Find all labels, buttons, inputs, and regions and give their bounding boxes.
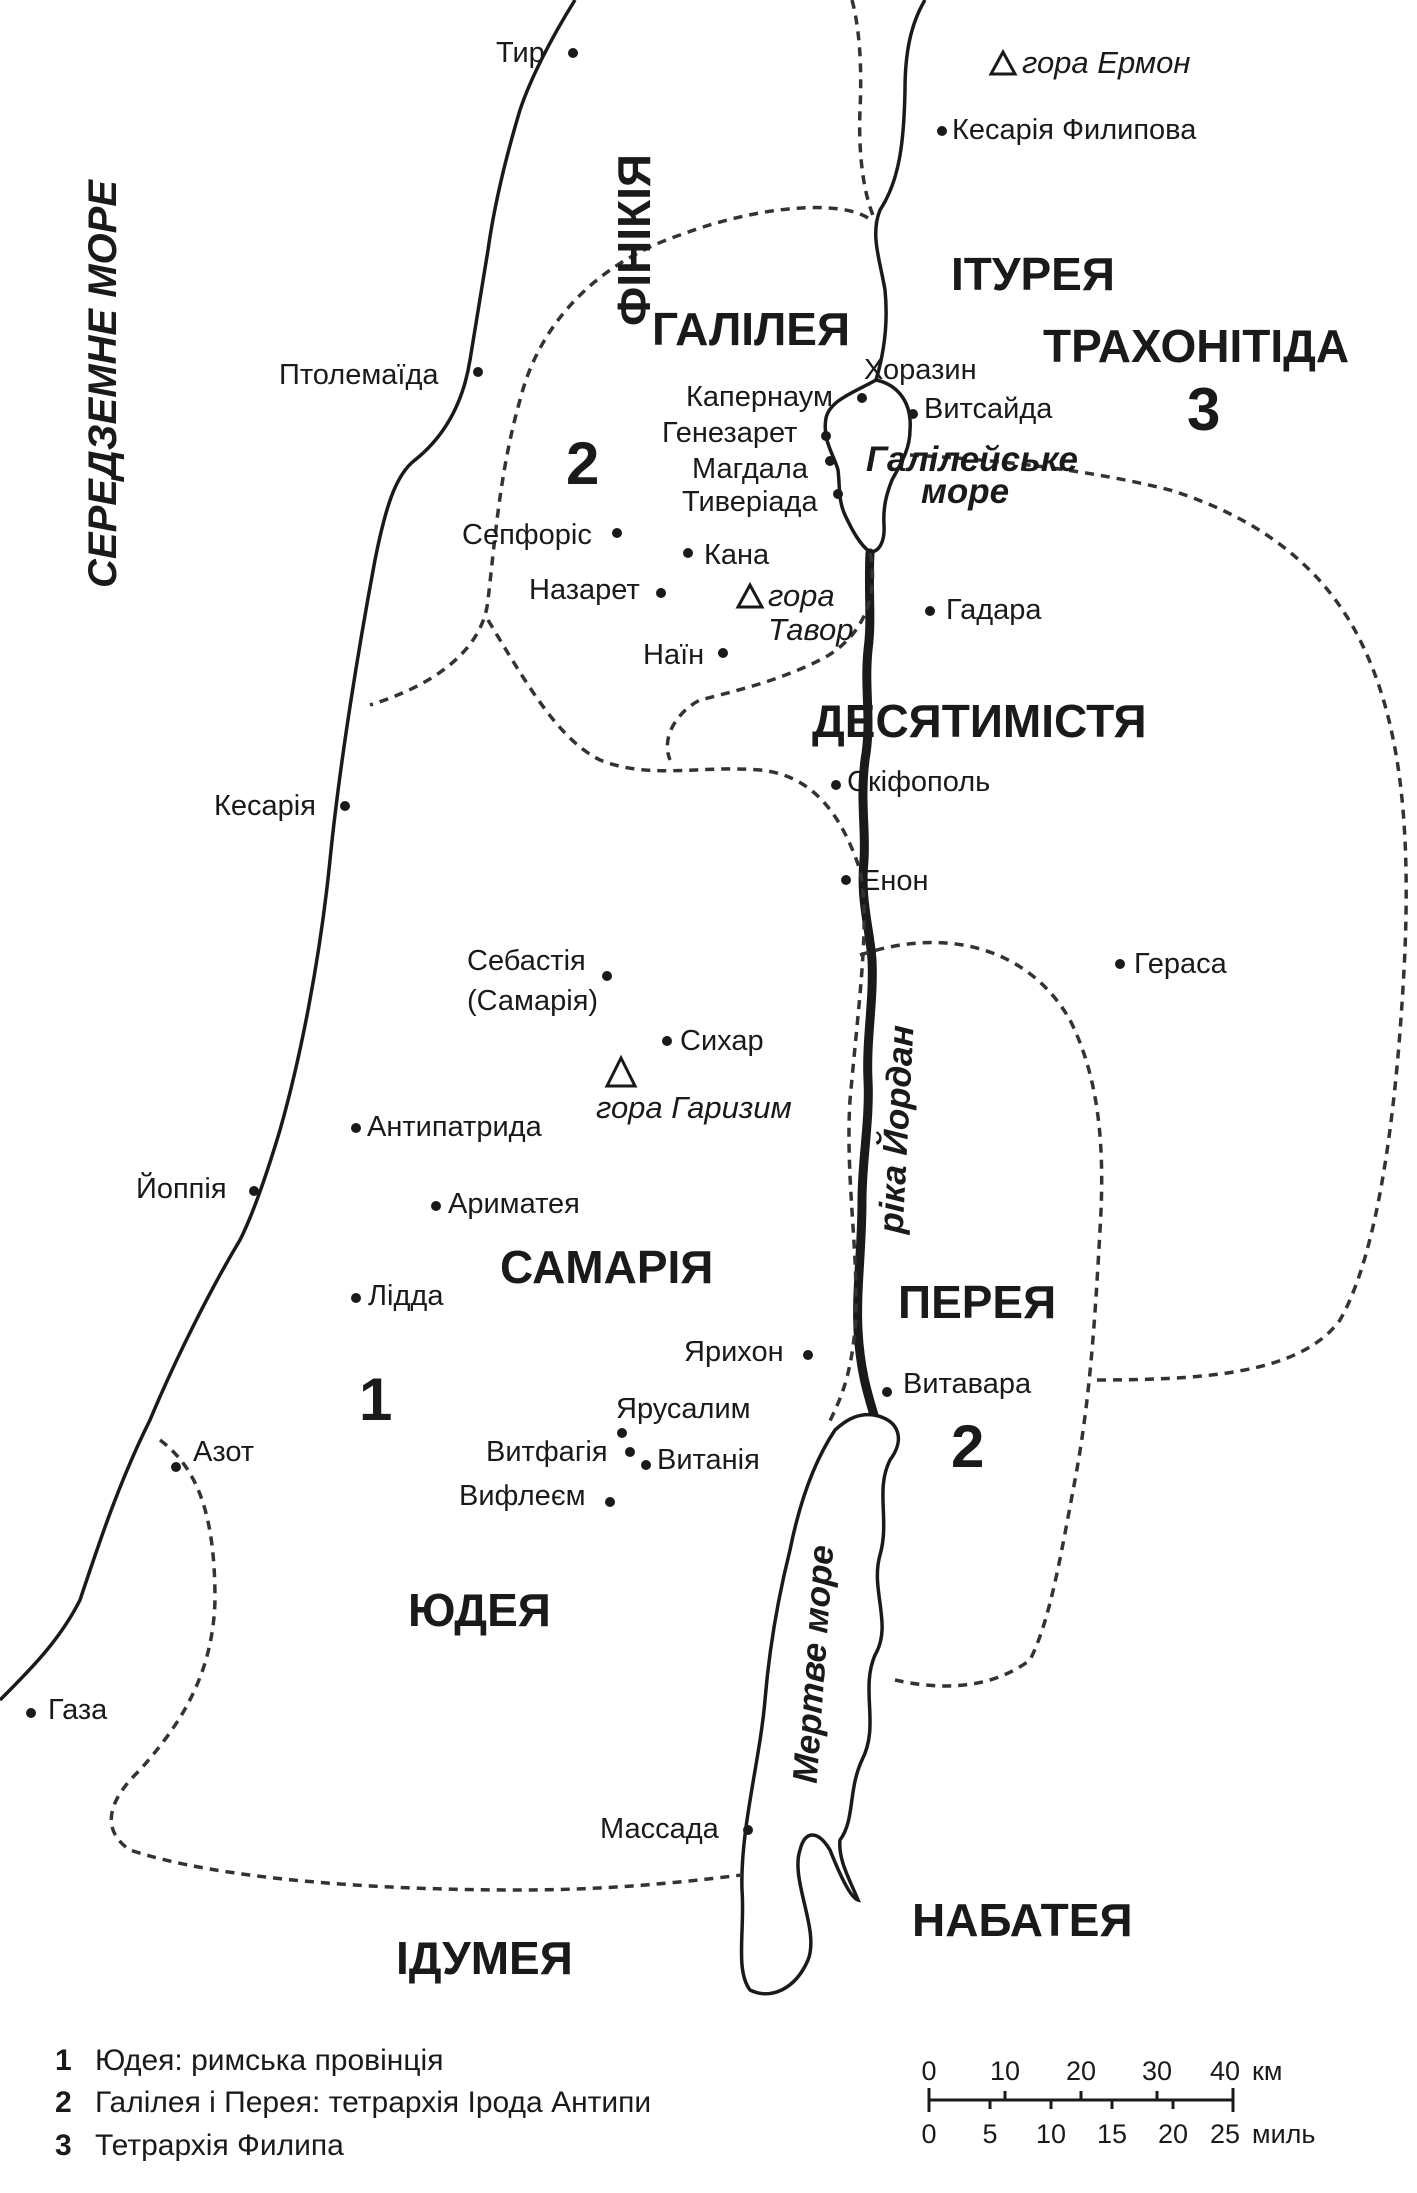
legend: 1 Юдея: римська провінція 2 Галілея і Пе… [55, 2044, 651, 2162]
scale-km-10: 10 [990, 2056, 1020, 2086]
city-sepphoris: Сепфоріс [462, 519, 592, 551]
scale-mile-10: 10 [1036, 2119, 1066, 2149]
city-azotus: Азот [193, 1436, 254, 1468]
city-gadara: Гадара [946, 594, 1042, 626]
scale-km-unit: км [1252, 2056, 1282, 2086]
city-capernaum: Капернаум [686, 381, 833, 413]
city-antipatris: Антипатрида [367, 1111, 543, 1143]
city-gerasa: Гераса [1134, 948, 1228, 980]
jordan-river-label: ріка Йордан [870, 1024, 922, 1235]
scale-km-40: 40 [1210, 2056, 1240, 2086]
city-aenon: Енон [861, 865, 929, 897]
city-bethsaida: Витсайда [924, 393, 1053, 425]
city-bethphage: Витфагія [486, 1436, 608, 1468]
region-numbers: 2 3 1 2 [359, 376, 1220, 1480]
city-ptolemais: Птолемаїда [279, 359, 439, 391]
city-caesarea-philippi: Кесарія Филипова [952, 114, 1197, 146]
city-tyre: Тир [496, 37, 545, 69]
legend-text-2: Галілея і Перея: тетрархія Ірода Антипи [95, 2086, 651, 2119]
sea-of-galilee-label-1: Галілейське [866, 440, 1078, 479]
jordan-headwater [873, 0, 927, 381]
scale-bar: 0 10 20 30 40 км 0 5 10 15 20 25 миль [921, 2056, 1315, 2149]
city-jericho: Ярихон [684, 1336, 784, 1368]
regions: ФІНІКІЯ ГАЛІЛЕЯ ІТУРЕЯ ТРАХОНІТІДА ДЕСЯТ… [396, 154, 1349, 1984]
region-galilee: ГАЛІЛЕЯ [652, 303, 850, 355]
legend-text-3: Тетрархія Филипа [95, 2129, 344, 2162]
number-perea: 2 [951, 1413, 984, 1480]
mediterranean-sea-label: СЕРЕДЗЕМНЕ МОРЕ [81, 179, 125, 588]
mountain-tabor-1: гора [768, 578, 835, 613]
city-jerusalem: Ярусалим [616, 1393, 751, 1425]
city-masada: Массада [600, 1813, 720, 1845]
cities: Тир Кесарія Филипова Птолемаїда Хоразин … [26, 37, 1228, 1845]
city-joppa: Йоппія [136, 1171, 227, 1205]
city-bethabara: Витавара [903, 1368, 1032, 1400]
region-idumea: ІДУМЕЯ [396, 1932, 573, 1984]
region-nabatea: НАБАТЕЯ [912, 1894, 1133, 1946]
legend-text-1: Юдея: римська провінція [95, 2044, 443, 2077]
mountains: гора Ермон гора Тавор гора Гаризим [596, 45, 1190, 1125]
region-iturea: ІТУРЕЯ [951, 248, 1115, 300]
city-tiberias: Тиверіада [682, 486, 818, 518]
city-sebaste-2: (Самарія) [467, 985, 598, 1017]
city-bethlehem: Вифлеєм [459, 1480, 586, 1512]
city-caesarea: Кесарія [214, 790, 316, 822]
scale-mile-15: 15 [1097, 2119, 1127, 2149]
scale-mile-25: 25 [1210, 2119, 1240, 2149]
scale-mile-0: 0 [921, 2119, 936, 2149]
dead-sea [739, 1412, 901, 1996]
city-gennesaret: Генезарет [662, 417, 797, 449]
city-chorazin: Хоразин [864, 354, 977, 386]
jordan-river [853, 548, 879, 1420]
number-trachonitis: 3 [1187, 376, 1220, 443]
mountain-hermon: гора Ермон [1022, 45, 1190, 80]
region-trachonitis: ТРАХОНІТІДА [1043, 320, 1349, 372]
region-samaria: САМАРІЯ [500, 1241, 713, 1293]
city-gaza: Газа [48, 1694, 108, 1726]
hermon-mountain-icon [988, 48, 1018, 76]
city-sebaste-1: Себастія [467, 945, 586, 977]
city-nazareth: Назарет [529, 574, 640, 606]
legend-number-2: 2 [55, 2086, 72, 2119]
city-magdala: Магдала [692, 453, 809, 485]
sea-of-galilee-label-2: море [921, 472, 1009, 511]
gerizim-mountain-icon [604, 1054, 638, 1088]
region-judea: ЮДЕЯ [408, 1584, 551, 1636]
coastline [0, 0, 577, 1702]
number-judea: 1 [359, 1366, 392, 1433]
borders [109, 0, 1408, 1892]
scale-mile-5: 5 [982, 2119, 997, 2149]
city-nain: Наїн [643, 639, 704, 671]
city-lydda: Лідда [368, 1280, 444, 1312]
region-phoenicia: ФІНІКІЯ [608, 154, 660, 326]
tabor-mountain-icon [735, 581, 765, 609]
city-scythopolis: Скіфополь [847, 766, 990, 798]
scale-km-20: 20 [1066, 2056, 1096, 2086]
legend-number-1: 1 [55, 2044, 72, 2077]
city-cana: Кана [704, 539, 770, 571]
scale-mile-unit: миль [1252, 2119, 1315, 2149]
region-decapolis: ДЕСЯТИМІСТЯ [812, 695, 1147, 747]
region-perea: ПЕРЕЯ [898, 1276, 1056, 1328]
scale-mile-20: 20 [1158, 2119, 1188, 2149]
mountain-gerizim: гора Гаризим [596, 1090, 792, 1125]
scale-km-30: 30 [1142, 2056, 1172, 2086]
number-galilee: 2 [566, 430, 599, 497]
city-sychar: Сихар [680, 1025, 764, 1057]
mountain-tabor-2: Тавор [768, 612, 853, 647]
scale-km-0: 0 [921, 2056, 936, 2086]
city-bethany: Витанія [657, 1444, 760, 1476]
city-arimathea: Ариматея [448, 1188, 580, 1220]
legend-number-3: 3 [55, 2129, 72, 2162]
